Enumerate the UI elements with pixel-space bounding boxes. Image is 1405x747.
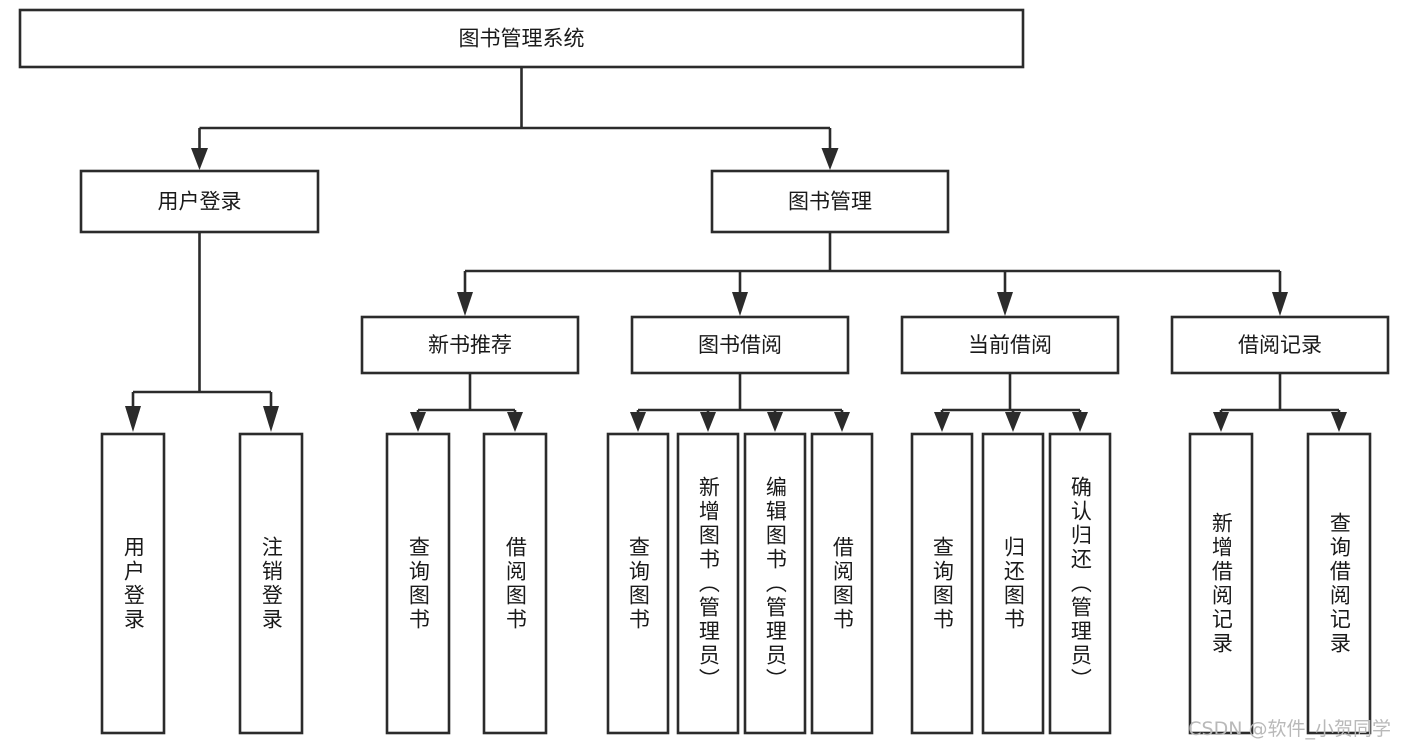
arrow-head-user-login — [191, 148, 208, 170]
connector-current-to-leaves — [934, 373, 1088, 432]
connector-records-to-leaves — [1213, 373, 1347, 432]
node-box-book-borrow[interactable] — [630, 315, 850, 375]
connector-root-to-level2 — [191, 67, 839, 170]
node-label-borrow-records: 借阅记录 — [1238, 333, 1322, 357]
arrow-head-leaf-9 — [934, 412, 950, 432]
node-label-new-book-recommend: 新书推荐 — [428, 333, 512, 357]
arrow-head-borrow — [732, 292, 748, 316]
arrow-head-leaf-11 — [1072, 412, 1088, 432]
connector-borrow-to-leaves — [630, 373, 850, 432]
csdn-watermark: CSDN @软件_小贺同学 — [1188, 718, 1391, 740]
node-box-borrow-records[interactable] — [1170, 315, 1390, 375]
node-label-root-system: 图书管理系统 — [459, 27, 585, 51]
leaf-box-return-book[interactable] — [981, 432, 1045, 735]
leaf-box-borrow-book-1[interactable] — [482, 432, 548, 735]
arrow-head-leaf-8 — [834, 412, 850, 432]
leaf-box-query-borrow-record[interactable] — [1306, 432, 1372, 735]
arrow-head-records — [1272, 292, 1288, 316]
leaf-box-user-login[interactable] — [100, 432, 166, 735]
arrow-head-leaf-3 — [410, 412, 426, 432]
node-label-user-login: 用户登录 — [158, 190, 242, 214]
arrow-head-leaf-7 — [767, 412, 783, 432]
arrow-head-leaf-10 — [1005, 412, 1021, 432]
leaf-box-query-book-2[interactable] — [606, 432, 670, 735]
arrow-head-leaf-13 — [1331, 412, 1347, 432]
arrow-head-book-mgmt — [821, 148, 839, 170]
leaf-box-borrow-book-2[interactable] — [810, 432, 874, 735]
arrow-head-leaf-5 — [630, 412, 646, 432]
node-label-book-management: 图书管理 — [788, 190, 872, 214]
node-box-book-management[interactable] — [710, 169, 950, 234]
leaf-box-edit-book-admin[interactable] — [743, 432, 807, 735]
connector-bookmgmt-to-level3 — [457, 232, 1288, 316]
leaf-box-query-book-3[interactable] — [910, 432, 974, 735]
arrow-head-leaf-2 — [263, 406, 279, 432]
arrow-head-leaf-6 — [700, 412, 716, 432]
leaf-box-add-book-admin[interactable] — [676, 432, 740, 735]
connector-newbook-to-leaves — [410, 373, 523, 432]
leaf-box-add-borrow-record[interactable] — [1188, 432, 1254, 735]
node-box-root-system[interactable] — [18, 8, 1025, 69]
node-box-new-book-recommend[interactable] — [360, 315, 580, 375]
node-box-current-borrow[interactable] — [900, 315, 1120, 375]
arrow-head-current — [997, 292, 1013, 316]
arrow-head-newbook — [457, 292, 473, 316]
arrow-head-leaf-12 — [1213, 412, 1229, 432]
leaf-box-query-book-1[interactable] — [385, 432, 451, 735]
arrow-head-leaf-4 — [507, 412, 523, 432]
node-box-user-login[interactable] — [79, 169, 320, 234]
leaf-box-logout[interactable] — [238, 432, 304, 735]
node-label-current-borrow: 当前借阅 — [968, 333, 1052, 357]
node-label-book-borrow: 图书借阅 — [698, 333, 782, 357]
arrow-head-leaf-1 — [125, 406, 141, 432]
leaf-box-confirm-return-admin[interactable] — [1048, 432, 1112, 735]
connector-userlogin-to-leaves — [125, 232, 279, 432]
